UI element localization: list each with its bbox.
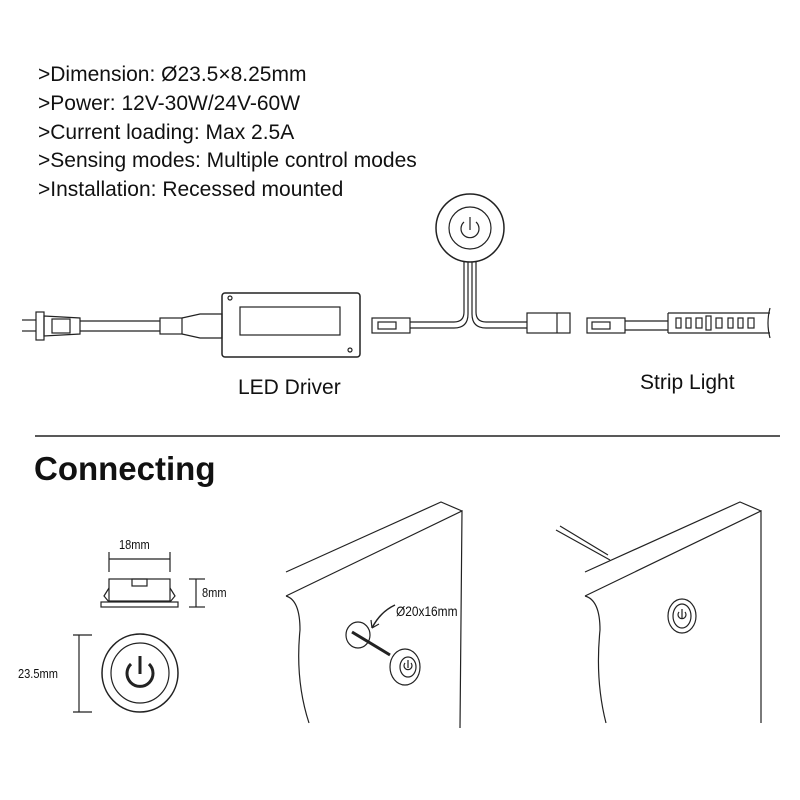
led-driver-icon: [221, 292, 361, 358]
cabinet-drill-drawing: [285, 501, 463, 729]
touch-switch-icon: [435, 193, 505, 263]
spec-installation: >Installation: Recessed mounted: [38, 178, 344, 201]
strip-connector-icon: [586, 317, 668, 334]
strip-light-icon: [667, 307, 771, 339]
cabinet-installed-drawing: [555, 501, 762, 724]
power-cable: [80, 313, 223, 339]
front-view-drawing: [73, 633, 179, 713]
side-view-drawing: [100, 552, 205, 608]
connector-icon: [526, 312, 571, 334]
power-plug-icon: [22, 311, 81, 341]
spec-sensing: >Sensing modes: Multiple control modes: [38, 149, 417, 172]
spec-power: >Power: 12V-30W/24V-60W: [38, 92, 301, 115]
height-dimension: 8mm: [202, 585, 227, 600]
section-title: Connecting: [34, 450, 216, 487]
diameter-dimension: 23.5mm: [18, 666, 58, 681]
connector-icon: [371, 317, 411, 334]
hole-dimension: Ø20x16mm: [396, 603, 458, 619]
led-driver-label: LED Driver: [238, 376, 341, 399]
strip-light-label: Strip Light: [640, 371, 735, 394]
switch-wires: [410, 262, 527, 329]
spec-current: >Current loading: Max 2.5A: [38, 121, 295, 144]
spec-dimension: >Dimension: Ø23.5×8.25mm: [38, 63, 307, 86]
width-dimension: 18mm: [119, 537, 150, 552]
